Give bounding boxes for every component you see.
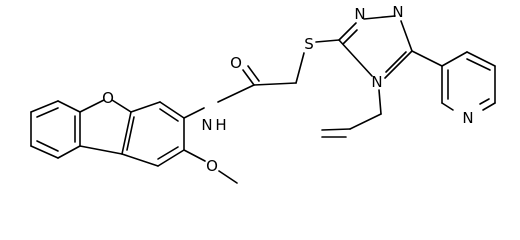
molecule-structure-diagram: O O O N H S N N N N xyxy=(30,3,496,184)
amide-nitrogen-label: N xyxy=(201,116,212,134)
amide-hydrogen-label: H xyxy=(215,116,226,134)
atom-labels: O O O N H S N N N N xyxy=(102,3,474,175)
bond-lines xyxy=(30,15,496,184)
ring-oxygen-label: O xyxy=(102,89,114,107)
pyridine-nitrogen-label: N xyxy=(462,109,473,127)
sulfur-label: S xyxy=(304,35,314,53)
carbonyl-oxygen-label: O xyxy=(230,54,242,72)
methoxy-oxygen-label: O xyxy=(206,157,218,175)
triazole-n4-label: N xyxy=(371,73,382,91)
triazole-n2-label: N xyxy=(392,3,403,21)
triazole-n1-label: N xyxy=(354,5,365,23)
